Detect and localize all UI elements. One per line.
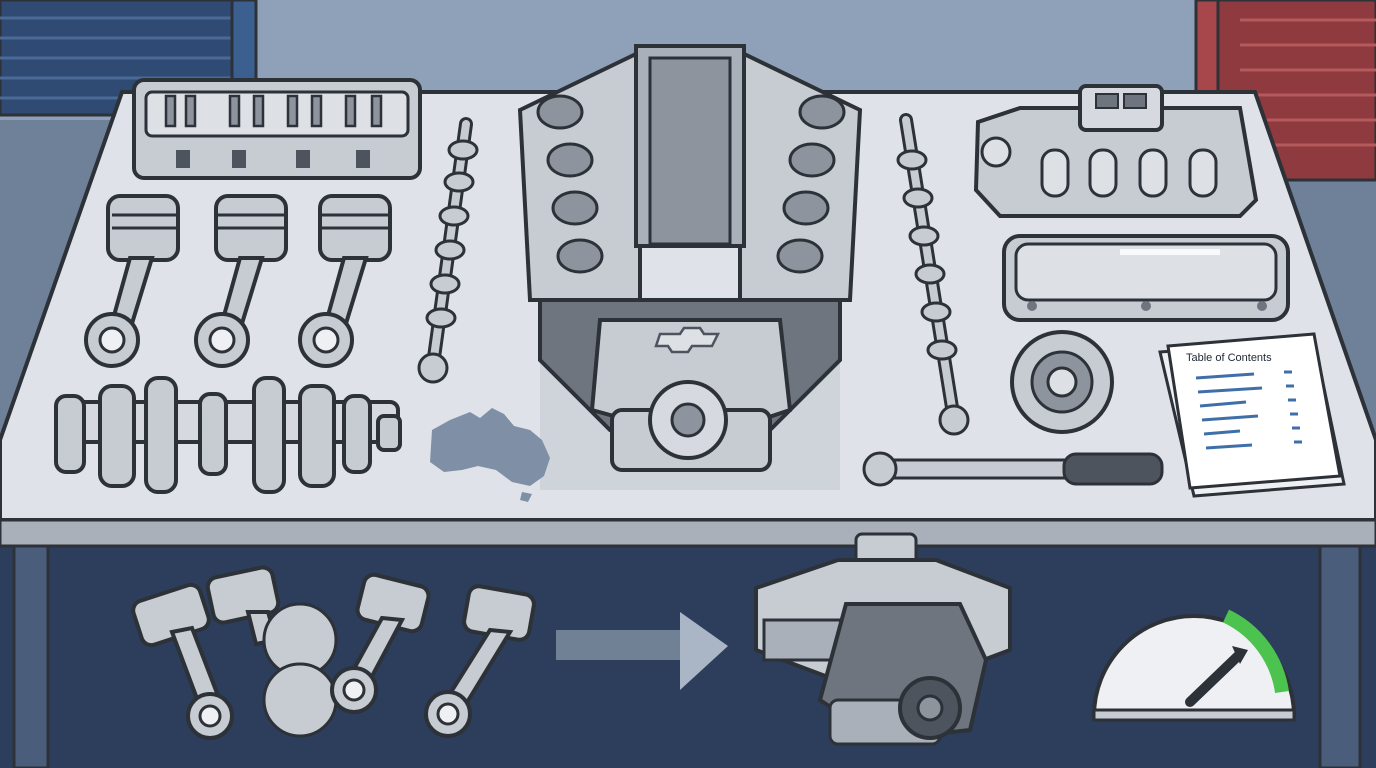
service-manual: Table of Contents — [1158, 332, 1346, 498]
harmonic-balancer-icon — [1010, 330, 1114, 434]
piston-rod-icon — [424, 584, 536, 738]
piston-rod-icon — [131, 582, 234, 740]
manual-title: Table of Contents — [1186, 352, 1272, 364]
cylinder-head-icon — [132, 78, 422, 180]
gauge-icon — [1091, 609, 1297, 722]
camshaft-icon — [896, 113, 970, 436]
intake-manifold-icon — [973, 84, 1259, 218]
piston-rod-icon — [330, 572, 431, 714]
valve-cover-icon — [1002, 234, 1290, 322]
arrow-right-icon — [556, 612, 728, 690]
crank-disc — [262, 602, 338, 738]
camshaft-icon — [417, 117, 479, 384]
australia-map-icon — [430, 408, 550, 502]
engine-block-icon — [517, 44, 863, 472]
piston-rod-icon — [298, 194, 392, 368]
piston-rod-icon — [194, 194, 288, 368]
piston-rod-icon — [84, 194, 180, 368]
torque-wrench-icon — [862, 451, 1164, 487]
crankshaft-icon — [54, 376, 402, 494]
bowtie-emblem-icon — [654, 326, 721, 354]
assembled-engine-icon — [754, 532, 1012, 746]
